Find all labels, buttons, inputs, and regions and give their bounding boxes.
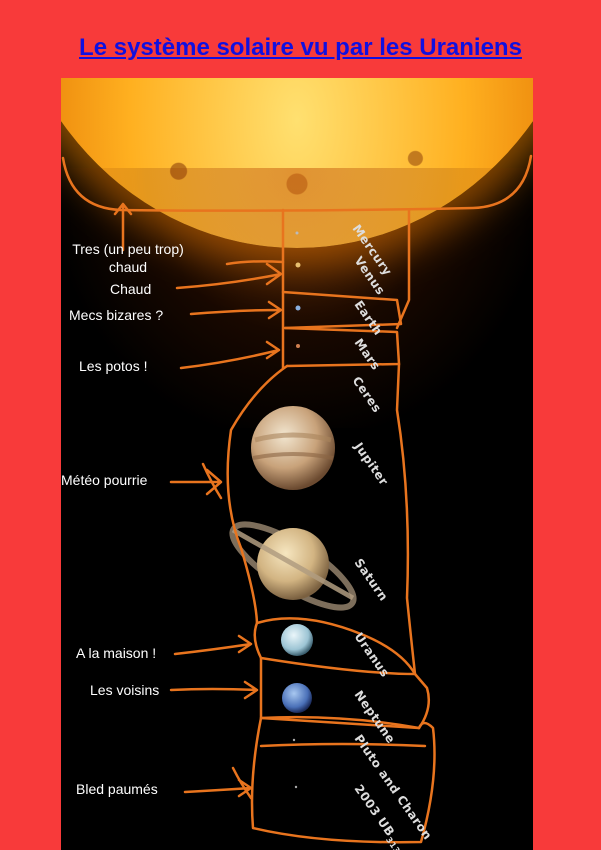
mars-dot: [296, 344, 300, 348]
annotation-les-potos: Les potos !: [79, 358, 148, 374]
solar-system-image: Mercury Venus Earth Mars Ceres Jupiter S…: [61, 78, 533, 850]
annotation-tres-chaud: Tres (un peu trop) chaud: [72, 241, 184, 275]
neptune-globe: [282, 683, 312, 713]
page-title: Le système solaire vu par les Uraniens: [79, 34, 522, 61]
annotation-meteo-pourrie: Météo pourrie: [61, 472, 148, 488]
planets-drawing: [61, 154, 533, 844]
uranus-globe: [281, 624, 313, 656]
annotation-a-la-maison: A la maison !: [76, 645, 157, 661]
annotation-les-voisins: Les voisins: [90, 682, 160, 698]
earth-dot: [295, 305, 301, 311]
jupiter-globe: [251, 406, 335, 490]
venus-dot: [295, 262, 301, 268]
annotation-bled-paumes: Bled paumés: [76, 781, 158, 797]
annotation-mecs-bizares: Mecs bizares ?: [69, 307, 164, 323]
annotation-strokes: [61, 154, 533, 844]
mercury-dot: [295, 231, 299, 235]
annotation-chaud: Chaud: [110, 281, 152, 297]
